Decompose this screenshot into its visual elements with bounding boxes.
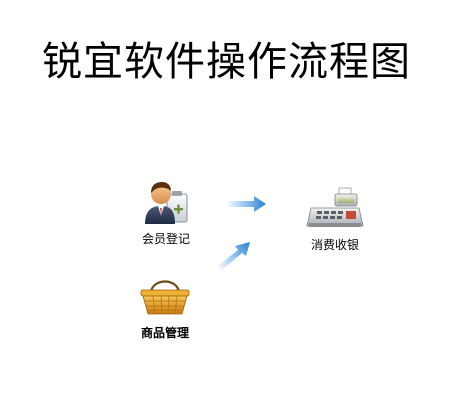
member-label: 会员登记 — [141, 232, 190, 246]
cash-register-icon — [306, 187, 364, 227]
flow-node-member[interactable]: 会员登记 — [128, 178, 204, 247]
checkout-label: 消费收银 — [310, 238, 359, 252]
shopping-basket-icon — [140, 280, 190, 315]
goods-label: 商品管理 — [140, 326, 189, 340]
arrow-right-icon — [226, 196, 266, 212]
member-user-icon — [145, 182, 188, 224]
arrow-diagonal-icon — [218, 242, 250, 270]
page-title: 锐宜软件操作流程图 — [42, 39, 411, 85]
flow-node-goods[interactable]: 商品管理 — [120, 276, 210, 341]
flow-node-checkout[interactable]: 消费收银 — [290, 186, 380, 253]
